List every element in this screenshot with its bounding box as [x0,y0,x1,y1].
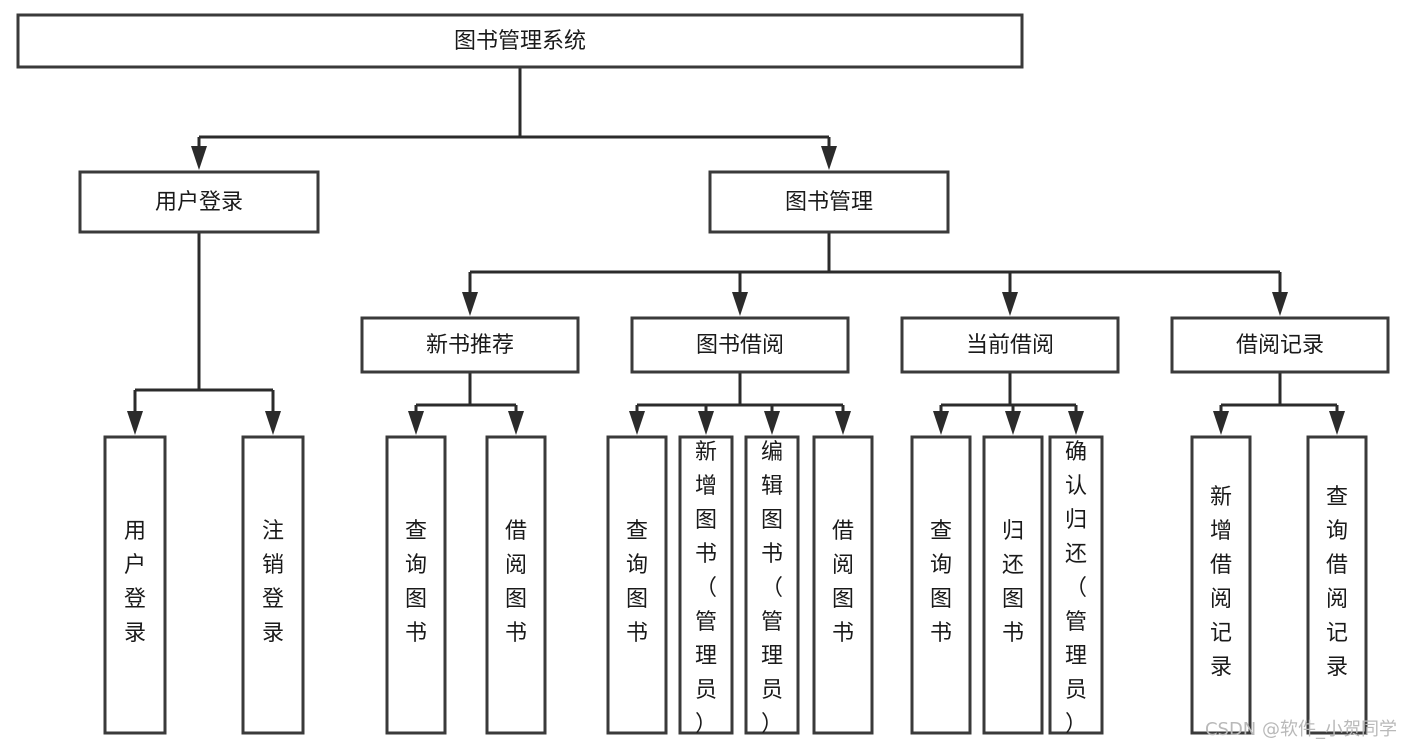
node-leaf-return-book-label: 归还图书 [1002,519,1024,646]
node-borrow-record[interactable]: 借阅记录 [1170,316,1390,374]
node-book-manage[interactable]: 图书管理 [708,170,950,234]
node-leaf-query-book-3-label: 查询图书 [930,519,952,646]
node-borrow-record-box[interactable] [1170,316,1390,374]
node-leaf-user-logout-box[interactable] [241,435,305,735]
node-leaf-return-book-box[interactable] [982,435,1044,735]
node-leaf-query-book-1-box[interactable] [385,435,447,735]
node-leaf-borrow-book-1[interactable]: 借阅图书 [485,435,547,735]
node-book-manage-box[interactable] [708,170,950,234]
node-current-borrow-box[interactable] [900,316,1120,374]
node-leaf-query-book-2-label: 查询图书 [626,519,648,646]
book-manage-arrow-0 [462,292,478,316]
book-manage-arrow-2 [1002,292,1018,316]
node-book-borrow[interactable]: 图书借阅 [630,316,850,374]
node-leaf-user-logout[interactable]: 注销登录 [241,435,305,735]
node-leaf-add-record-box[interactable] [1190,435,1252,735]
current-borrow-arrow-1 [1005,411,1021,435]
node-leaf-query-book-2[interactable]: 查询图书 [606,435,668,735]
node-leaf-return-book[interactable]: 归还图书 [982,435,1044,735]
node-root-label: 图书管理系统 [454,29,586,54]
node-leaf-query-book-3[interactable]: 查询图书 [910,435,972,735]
book-manage-arrow-3 [1272,292,1288,316]
borrow-record-arrow-1 [1329,411,1345,435]
current-borrow-arrow-2 [1068,411,1084,435]
node-leaf-add-record-label: 新增借阅记录 [1210,485,1232,680]
node-new-book-rec-box[interactable] [360,316,580,374]
node-leaf-borrow-book-2[interactable]: 借阅图书 [812,435,874,735]
node-user-login-label: 用户登录 [155,190,243,215]
book-manage-arrow-1 [732,292,748,316]
book-borrow-arrow-3 [835,411,851,435]
book-borrow-arrow-0 [629,411,645,435]
node-new-book-rec-label: 新书推荐 [426,333,514,358]
node-borrow-record-label: 借阅记录 [1236,333,1324,358]
node-leaf-edit-book[interactable]: 编辑图书（管理员） [744,435,800,737]
node-leaf-query-record[interactable]: 查询借阅记录 [1306,435,1368,735]
node-layer: 图书管理系统用户登录图书管理新书推荐图书借阅当前借阅借阅记录用户登录注销登录查询… [16,13,1390,737]
node-user-login-box[interactable] [78,170,320,234]
borrow-record-arrow-0 [1213,411,1229,435]
current-borrow-arrow-0 [933,411,949,435]
node-leaf-add-record[interactable]: 新增借阅记录 [1190,435,1252,735]
user-login-arrow-0 [127,411,143,435]
node-root[interactable]: 图书管理系统 [16,13,1024,69]
node-leaf-confirm-return-label: 确认归还（管理员） [1065,440,1087,737]
node-leaf-borrow-book-1-box[interactable] [485,435,547,735]
node-user-login[interactable]: 用户登录 [78,170,320,234]
node-leaf-add-book-label: 新增图书（管理员） [695,440,717,737]
node-book-borrow-box[interactable] [630,316,850,374]
node-root-box[interactable] [16,13,1024,69]
node-book-manage-label: 图书管理 [785,190,873,215]
node-leaf-query-book-1-label: 查询图书 [405,519,427,646]
node-leaf-user-login-box[interactable] [103,435,167,735]
node-leaf-query-book-1[interactable]: 查询图书 [385,435,447,735]
new-book-rec-arrow-1 [508,411,524,435]
node-leaf-borrow-book-1-label: 借阅图书 [505,519,527,646]
root-arrow-0 [191,146,207,170]
node-leaf-query-book-3-box[interactable] [910,435,972,735]
node-current-borrow[interactable]: 当前借阅 [900,316,1120,374]
node-current-borrow-label: 当前借阅 [966,333,1054,358]
node-leaf-edit-book-box[interactable] [744,435,800,735]
node-leaf-add-book-box[interactable] [678,435,734,735]
user-login-arrow-1 [265,411,281,435]
node-leaf-borrow-book-2-label: 借阅图书 [832,519,854,646]
node-book-borrow-label: 图书借阅 [696,333,784,358]
node-leaf-query-record-label: 查询借阅记录 [1326,485,1348,680]
node-new-book-rec[interactable]: 新书推荐 [360,316,580,374]
node-leaf-query-record-box[interactable] [1306,435,1368,735]
node-leaf-query-book-2-box[interactable] [606,435,668,735]
node-leaf-confirm-return[interactable]: 确认归还（管理员） [1048,435,1104,737]
root-arrow-1 [821,146,837,170]
book-borrow-arrow-2 [764,411,780,435]
node-leaf-user-login-label: 用户登录 [124,519,146,646]
node-leaf-user-login[interactable]: 用户登录 [103,435,167,735]
new-book-rec-arrow-0 [408,411,424,435]
node-leaf-user-logout-label: 注销登录 [262,519,284,646]
book-borrow-arrow-1 [698,411,714,435]
connector-layer [127,67,1345,435]
node-leaf-confirm-return-box[interactable] [1048,435,1104,735]
node-leaf-add-book[interactable]: 新增图书（管理员） [678,435,734,737]
node-leaf-borrow-book-2-box[interactable] [812,435,874,735]
node-leaf-edit-book-label: 编辑图书（管理员） [761,440,783,737]
